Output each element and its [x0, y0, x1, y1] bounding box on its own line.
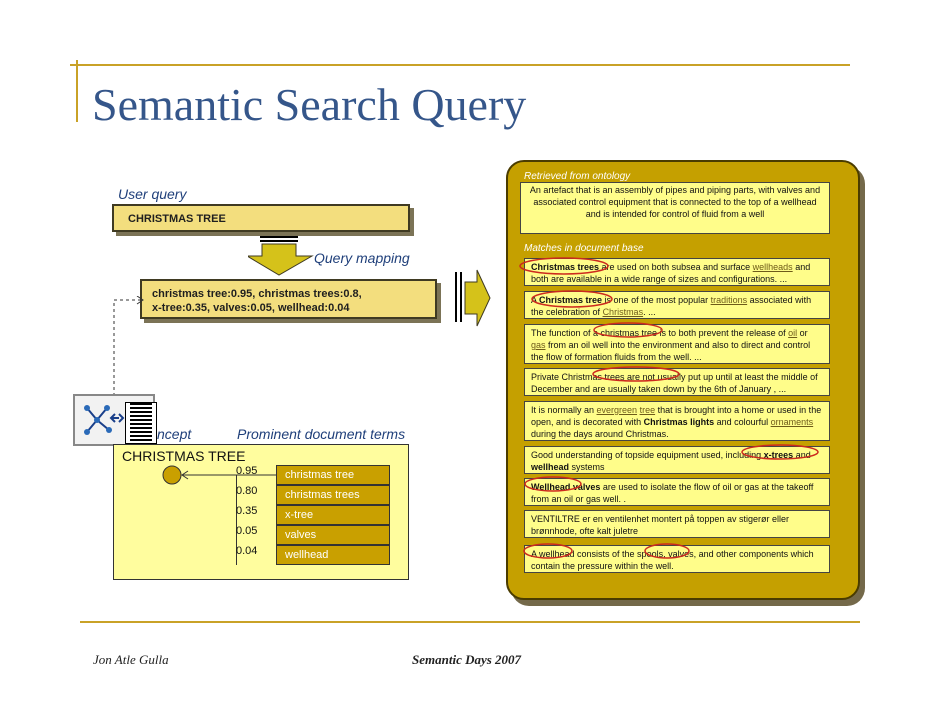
match-highlight: Christmas tree [539, 295, 603, 305]
footer-author: Jon Atle Gulla [93, 652, 169, 667]
concept-name: CHRISTMAS TREE [122, 448, 246, 464]
bottom-rule [80, 621, 860, 623]
match-highlight: x-trees [763, 450, 794, 460]
term-item: x-tree [276, 505, 390, 525]
match-link[interactable]: traditions [710, 295, 748, 305]
user-query-label: User query [118, 186, 187, 202]
match-item: VENTILTRE er en ventilenhet montert på t… [524, 510, 830, 538]
term-item: christmas trees [276, 485, 390, 505]
match-link[interactable]: ornaments [770, 417, 814, 427]
concept-link [162, 465, 282, 485]
left-rule [76, 60, 78, 122]
match-item: A Christmas tree is one of the most popu… [524, 291, 830, 319]
match-link[interactable]: Christmas [602, 307, 644, 317]
ontology-label: Retrieved from ontology [524, 171, 631, 182]
term-score: 0.95 [236, 465, 258, 477]
highlight-marks [519, 257, 819, 559]
concept-terms-box: CHRISTMAS TREE 0.95 christmas tree 0.80 … [113, 444, 409, 580]
match-link[interactable]: oil [788, 328, 798, 338]
match-link[interactable]: gas [531, 340, 546, 350]
term-score: 0.35 [236, 505, 258, 517]
down-arrow-icon [248, 236, 314, 276]
mapped-query-box: christmas tree:0.95, christmas trees:0.8… [140, 279, 437, 319]
match-link[interactable]: wellheads [752, 262, 793, 272]
term-list-bracket [236, 475, 277, 565]
match-link[interactable]: tree [639, 405, 656, 415]
term-item: valves [276, 525, 390, 545]
match-highlight: Christmas lights [643, 417, 715, 427]
term-score: 0.80 [236, 485, 258, 497]
ontology-definition: An artefact that is an assembly of pipes… [520, 182, 830, 234]
mapped-query-line-2: x-tree:0.35, valves:0.05, wellhead:0.04 [152, 302, 350, 314]
footer-event: Semantic Days 2007 [412, 652, 522, 667]
graph-node-icon [84, 405, 125, 435]
match-item: Christmas trees are used on both subsea … [524, 258, 830, 286]
match-item: Good understanding of topside equipment … [524, 446, 830, 474]
term-item: christmas tree [276, 465, 390, 485]
match-item: It is normally an evergreen tree that is… [524, 401, 830, 441]
match-link[interactable]: evergreen [596, 405, 638, 415]
dashed-connector [113, 296, 144, 396]
term-score: 0.04 [236, 545, 258, 557]
mapped-query-line-1: christmas tree:0.95, christmas trees:0.8… [152, 288, 362, 300]
match-highlight: wellhead [531, 462, 570, 472]
term-item: wellhead [276, 545, 390, 565]
document-icon [125, 402, 157, 444]
results-panel: Retrieved from ontology An artefact that… [506, 160, 860, 600]
top-rule [70, 64, 850, 66]
query-mapping-label: Query mapping [314, 250, 410, 266]
user-query-value: CHRISTMAS TREE [128, 213, 226, 225]
term-score: 0.05 [236, 525, 258, 537]
concept-label: ncept [157, 426, 192, 442]
match-highlight: Christmas trees [531, 262, 600, 272]
prominent-terms-label: Prominent document terms [237, 426, 406, 442]
page-title: Semantic Search Query [92, 79, 527, 130]
match-highlight: Wellhead valves [531, 482, 601, 492]
matches-label: Matches in document base [524, 243, 644, 254]
user-query-box: CHRISTMAS TREE [112, 204, 410, 232]
match-item: A wellhead consists of the spools, valve… [524, 545, 830, 573]
right-arrow-icon [455, 269, 491, 327]
match-item: Wellhead valves are used to isolate the … [524, 478, 830, 506]
